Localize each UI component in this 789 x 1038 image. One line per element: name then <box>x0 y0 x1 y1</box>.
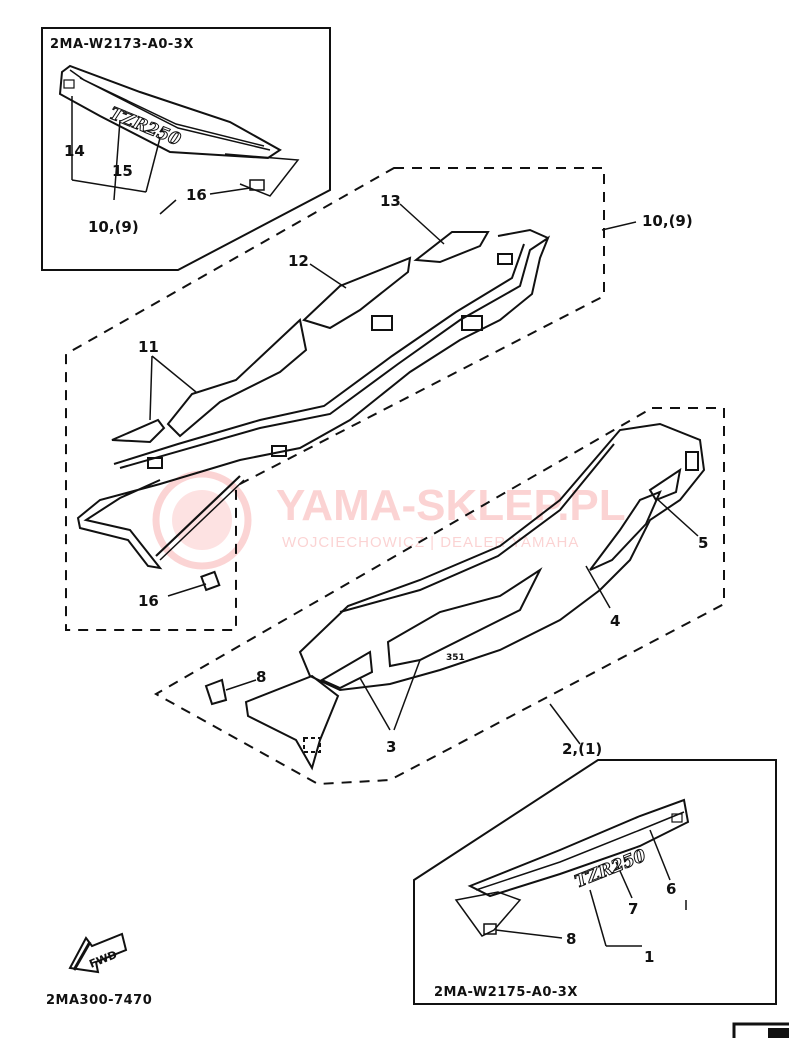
decal-11-b <box>166 318 308 438</box>
callout-4: 4 <box>610 612 620 630</box>
callout-10-main: 10,(9) <box>642 212 693 230</box>
upper-rod <box>155 475 241 557</box>
callout-5: 5 <box>698 534 708 552</box>
watermark-title: YAMA-SKLEP.PL <box>276 481 626 530</box>
callout-7: 7 <box>628 900 638 918</box>
decal-12 <box>302 256 412 330</box>
part-16-piece <box>200 570 221 592</box>
upper-assembly-boundary <box>65 167 605 631</box>
inset-bottom <box>413 759 777 1005</box>
upper-frame-nose <box>497 228 549 239</box>
side-cover-tail <box>244 674 340 771</box>
side-cover-front-clip <box>685 451 699 471</box>
inset-top-slot <box>63 79 75 89</box>
inset-top <box>41 27 331 271</box>
decal-5 <box>648 467 682 502</box>
fwd-arrow-icon: FWD <box>68 932 128 974</box>
upper-clip-1 <box>371 315 393 331</box>
inset-top-frame <box>41 27 331 271</box>
callout-10-inset: 10,(9) <box>88 218 139 236</box>
decal-3-mark: 351 <box>446 653 465 663</box>
corner-mark <box>732 1022 789 1038</box>
callout-12: 12 <box>288 252 309 270</box>
decal-13 <box>413 231 490 264</box>
callout-3: 3 <box>386 738 396 756</box>
inset-top-cover <box>58 64 282 160</box>
corner-block <box>768 1028 789 1038</box>
callout-2: 2,(1) <box>562 740 602 758</box>
inset-bottom-stripe <box>475 811 685 891</box>
decal-4 <box>589 490 662 571</box>
upper-clip-4 <box>271 445 287 457</box>
upper-frame <box>76 235 551 570</box>
side-cover <box>298 422 706 692</box>
upper-clip-5 <box>497 253 513 265</box>
side-cover-tail-clip <box>303 737 321 753</box>
inset-top-code: 2MA-W2173-A0-3X <box>50 37 194 52</box>
lower-assembly-boundary <box>153 407 725 786</box>
callout-15: 15 <box>112 162 133 180</box>
inset-bottom-code: 2MA-W2175-A0-3X <box>434 985 578 1000</box>
callout-14: 14 <box>64 142 85 160</box>
upper-frame-inner <box>113 243 525 465</box>
inset-bottom-clip <box>483 923 497 935</box>
watermark-subtitle: WOJCIECHOWICZ | DEALER YAMAHA <box>282 534 579 551</box>
watermark-logo <box>152 470 252 570</box>
callout-1: 1 <box>644 948 654 966</box>
callout-8-top: 8 <box>256 668 266 686</box>
decal-3-b <box>386 567 543 668</box>
callout-6: 6 <box>666 880 676 898</box>
inset-bottom-slot <box>671 813 683 823</box>
lower-assembly <box>153 407 725 786</box>
upper-clip-2 <box>461 315 483 331</box>
inset-bottom-frame <box>413 759 777 1005</box>
callout-13: 13 <box>380 192 401 210</box>
side-cover-edge <box>339 443 615 613</box>
part-8-piece <box>204 678 228 706</box>
inset-top-clip <box>249 179 265 191</box>
inset-top-stripe-2 <box>79 77 265 147</box>
decal-11-a <box>111 418 166 444</box>
upper-clip-3 <box>147 457 163 469</box>
inset-bottom-cover <box>467 798 690 898</box>
callout-11: 11 <box>138 338 159 356</box>
decal-3-a <box>319 650 374 690</box>
callout-16-main: 16 <box>138 592 159 610</box>
inset-bottom-tail <box>454 891 522 937</box>
callout-8-bottom: 8 <box>566 930 576 948</box>
page-code: 2MA300-7470 <box>46 993 152 1008</box>
inset-top-stripe <box>69 69 271 151</box>
upper-assembly <box>65 167 637 631</box>
callout-16-inset: 16 <box>186 186 207 204</box>
